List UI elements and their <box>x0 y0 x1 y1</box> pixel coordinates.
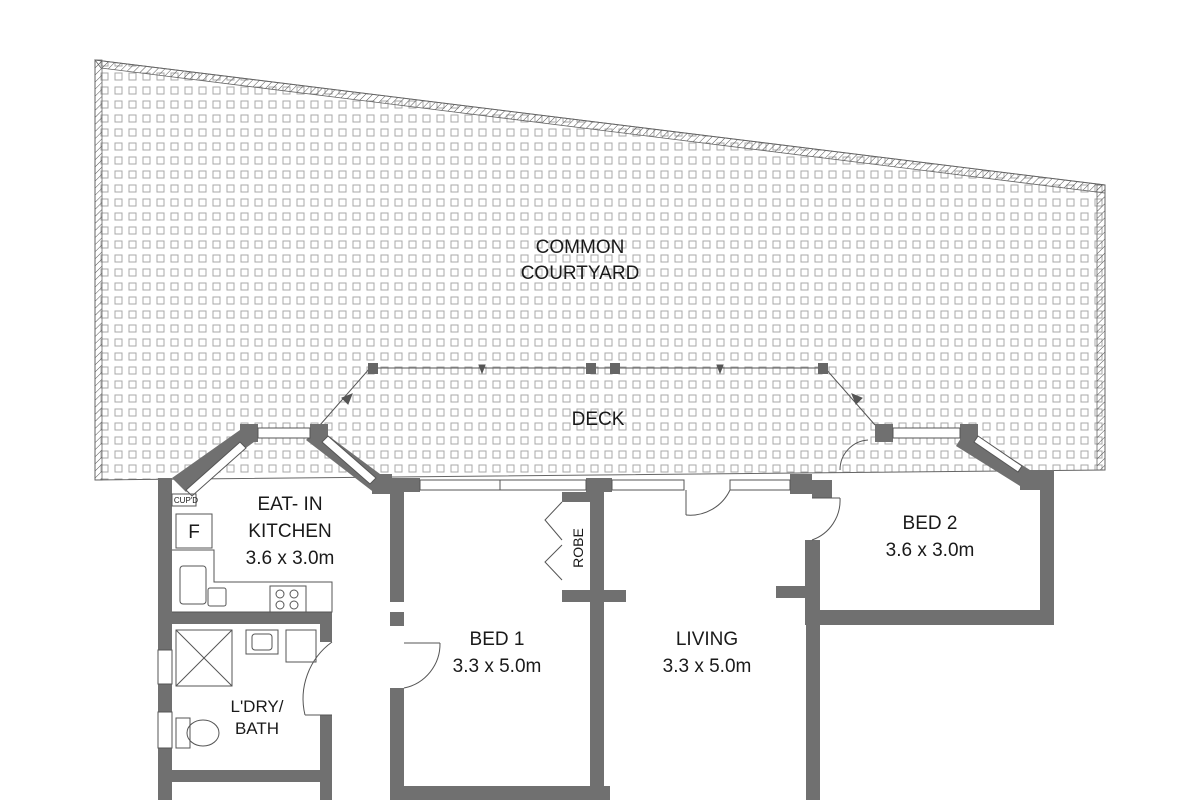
windows <box>157 427 1023 749</box>
kitchen-label-line2: KITCHEN <box>248 521 331 542</box>
courtyard-label-line2: COURTYARD <box>521 263 640 284</box>
deck-label: DECK <box>572 409 625 430</box>
courtyard-label-line1: COMMON <box>536 237 625 258</box>
bed1-dims: 3.3 x 5.0m <box>453 656 542 677</box>
bath-fittings <box>175 629 317 749</box>
bed1-label: BED 1 <box>470 629 525 650</box>
kitchen-fittings <box>171 493 333 613</box>
living-dims: 3.3 x 5.0m <box>663 656 752 677</box>
kitchen-label-line1: EAT- IN <box>257 494 322 515</box>
robe-label: ROBE <box>570 528 586 568</box>
kitchen-dims: 3.6 x 3.0m <box>246 548 335 569</box>
bed2-label: BED 2 <box>903 513 958 534</box>
doors <box>302 439 869 716</box>
deck-outline <box>319 363 876 426</box>
laundry-label-line1: L'DRY/ <box>230 697 283 716</box>
cupboard-label: CUP'D <box>174 496 198 505</box>
fridge-label: F <box>188 522 200 543</box>
common-courtyard <box>94 59 1106 481</box>
bed2-dims: 3.6 x 3.0m <box>886 540 975 561</box>
laundry-label-line2: BATH <box>235 719 279 738</box>
living-label: LIVING <box>676 629 738 650</box>
